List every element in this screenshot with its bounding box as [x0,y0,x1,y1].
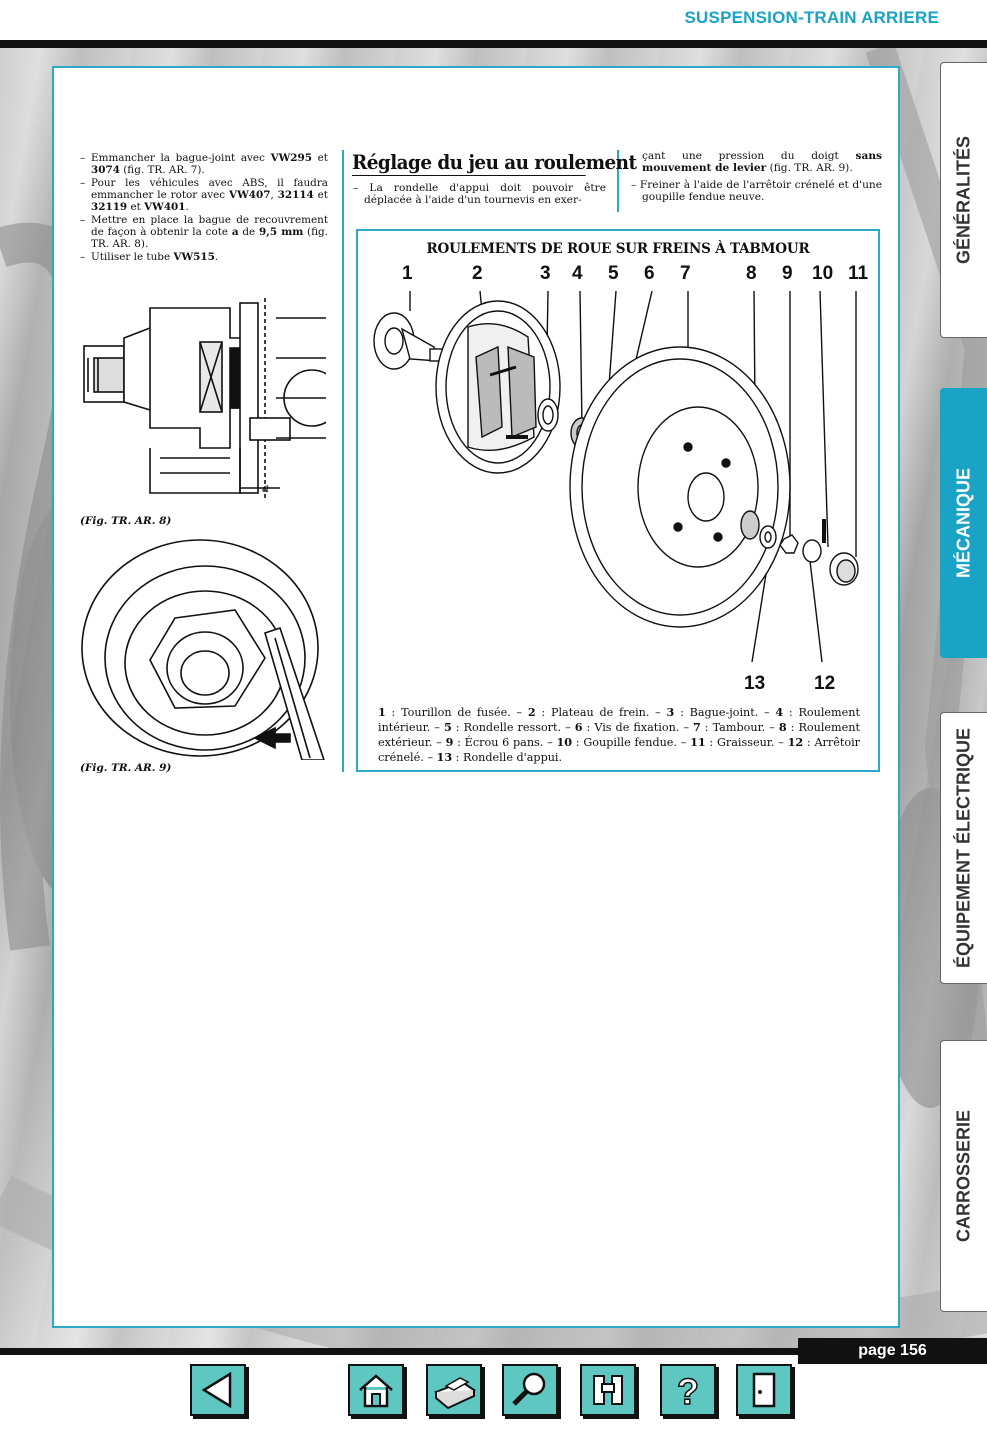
list-item: Emmancher la bague-joint avec VW295 et 3… [80,152,328,176]
binoculars-icon [593,1375,623,1405]
part-number-label: 9 [782,263,793,284]
exit-door-icon [752,1372,776,1408]
tab-mecanique[interactable]: MÉCANIQUE [940,388,987,658]
figure-caption: (Fig. TR. AR. 9) [80,762,172,774]
list-item: Mettre en place la bague de recouvrement… [80,214,328,250]
part-number-label: 4 [572,263,583,284]
help-icon: ? [676,1370,700,1413]
list-item: Pour les véhicules avec ABS, il faudra e… [80,177,328,213]
exploded-view-drawing [373,290,859,663]
part-number-label: 11 [848,263,869,284]
part-number-label: 3 [540,263,551,284]
part-number-label: 1 [402,263,413,284]
instructions-column: Emmancher la bague-joint avec VW295 et 3… [80,152,328,264]
back-button[interactable] [190,1364,246,1416]
adjustment-continuation: çant une pression du doigt sans mouvemen… [630,150,882,208]
svg-text:a: a [262,481,269,495]
tab-generalites[interactable]: GÉNÉRALITÉS [940,62,987,338]
help-button[interactable]: ? [660,1364,716,1416]
back-arrow-icon [201,1371,232,1409]
adjustment-section: Réglage du jeu au roulement – La rondell… [352,150,637,206]
part-number-label: 2 [472,263,483,284]
part-number-label: 10 [812,263,834,284]
part-number-label: 12 [814,673,836,694]
column-divider [342,150,344,772]
printer-icon [434,1377,477,1410]
wheel-bearing-diagram: ROULEMENTS DE ROUE SUR FREINS À TABMOUR … [356,229,880,772]
part-number-label: 8 [746,263,757,284]
column-divider [617,150,619,212]
part-number-label: 6 [644,263,655,284]
svg-text:?: ? [677,1371,699,1412]
paragraph: – La rondelle d'appui doit pouvoir être … [353,182,606,206]
diagram-title: ROULEMENTS DE ROUE SUR FREINS À TABMOUR [426,241,810,257]
home-icon [359,1374,393,1408]
print-button[interactable] [426,1364,482,1416]
exit-button[interactable] [736,1364,792,1416]
find-button[interactable] [580,1364,636,1416]
parts-legend: 1 : Tourillon de fusée. – 2 : Plateau de… [378,705,860,764]
figure-caption: (Fig. TR. AR. 8) [80,515,172,527]
part-number-label: 7 [680,263,691,284]
page-number: page 156 [798,1338,987,1364]
tab-carrosserie[interactable]: CARROSSERIE [940,1040,987,1312]
tab-equipement-electrique[interactable]: ÉQUIPEMENT ÉLECTRIQUE [940,712,987,984]
figure-tr-ar-9 [81,539,325,760]
section-title: Réglage du jeu au roulement [352,150,637,176]
search-button[interactable] [502,1364,558,1416]
paragraph: çant une pression du doigt sans mouvemen… [642,150,882,174]
figure-tr-ar-8: a [83,298,326,500]
section-header-title: SUSPENSION-TRAIN ARRIERE [684,8,939,27]
magnifier-icon [512,1372,546,1406]
part-number-label: 13 [744,673,766,694]
home-button[interactable] [348,1364,404,1416]
top-divider-bar [0,40,987,48]
list-item: Utiliser le tube VW515. [80,251,328,263]
paragraph: – Freiner à l'aide de l'arrêtoir crénelé… [631,179,882,203]
part-number-label: 5 [608,263,619,284]
bottom-divider-bar [0,1348,987,1355]
